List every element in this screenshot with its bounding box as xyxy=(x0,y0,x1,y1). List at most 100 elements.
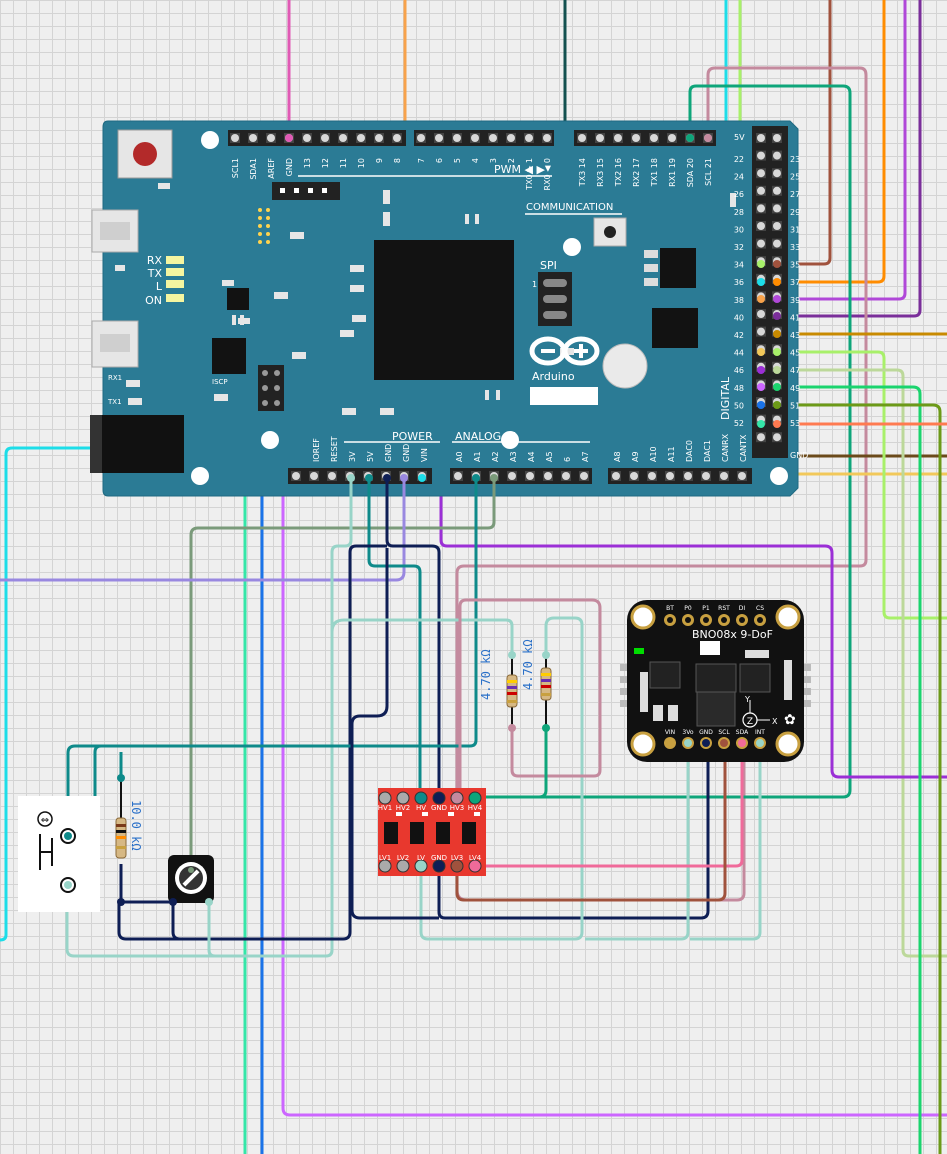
header-pin[interactable] xyxy=(612,472,620,480)
wire-gnd-navy-4[interactable] xyxy=(171,902,181,941)
header-pin[interactable] xyxy=(773,169,781,178)
header-pin[interactable] xyxy=(303,134,311,142)
header-pin[interactable] xyxy=(526,472,534,480)
wire-gnd-navy-3[interactable] xyxy=(350,548,389,725)
wire-endpoint[interactable] xyxy=(773,278,781,286)
header-pin[interactable] xyxy=(702,472,710,480)
potentiometer[interactable] xyxy=(168,855,214,906)
wire-endpoint[interactable] xyxy=(285,134,293,142)
level-shifter-pin[interactable] xyxy=(432,859,446,873)
header-pin[interactable] xyxy=(773,433,781,442)
wire-endpoint[interactable] xyxy=(773,312,781,320)
resistor-r2[interactable]: 4.70 kΩ xyxy=(521,639,552,732)
header-pin[interactable] xyxy=(328,472,336,480)
wire-a1-teal[interactable] xyxy=(66,478,478,834)
wire-endpoint[interactable] xyxy=(757,420,765,428)
wire-green-right-down[interactable] xyxy=(775,385,922,1154)
header-pin[interactable] xyxy=(757,186,765,195)
header-pin[interactable] xyxy=(596,134,604,142)
wire-endpoint[interactable] xyxy=(773,348,781,356)
wire-gnd-navy[interactable] xyxy=(385,478,441,798)
wire-mint-down[interactable] xyxy=(243,422,760,1154)
level-shifter-pin[interactable] xyxy=(396,791,410,805)
header-pin[interactable] xyxy=(757,433,765,442)
header-pin[interactable] xyxy=(508,472,516,480)
header-pin[interactable] xyxy=(773,151,781,160)
wire-seafoam-imu[interactable] xyxy=(585,745,690,941)
header-pin[interactable] xyxy=(393,134,401,142)
resistor-r3[interactable]: 10.0 kΩ xyxy=(115,774,143,906)
wire-endpoint[interactable] xyxy=(757,260,765,268)
wire-endpoint[interactable] xyxy=(773,401,781,409)
header-pin[interactable] xyxy=(321,134,329,142)
header-pin[interactable] xyxy=(757,169,765,178)
resistor-r1[interactable]: 4.70 kΩ xyxy=(479,649,518,732)
push-button[interactable]: ⇔ xyxy=(18,796,100,912)
wire-mauve-res[interactable] xyxy=(458,598,602,798)
wire-endpoint[interactable] xyxy=(686,134,694,142)
wire-gnd-imu[interactable] xyxy=(437,745,710,920)
wire-paleolive[interactable] xyxy=(775,368,947,958)
wire-endpoint[interactable] xyxy=(773,330,781,338)
wire-gnd-navy-2[interactable] xyxy=(117,544,387,941)
header-pin[interactable] xyxy=(668,134,676,142)
header-pin[interactable] xyxy=(773,134,781,142)
header-pin[interactable] xyxy=(249,134,257,142)
header-pin[interactable] xyxy=(773,204,781,213)
level-shifter-pin[interactable] xyxy=(432,791,446,805)
header-pin[interactable] xyxy=(507,134,515,142)
header-pin[interactable] xyxy=(650,134,658,142)
wire-endpoint[interactable] xyxy=(773,366,781,374)
wire-endpoint[interactable] xyxy=(773,383,781,391)
header-pin[interactable] xyxy=(773,186,781,195)
header-pin[interactable] xyxy=(525,134,533,142)
level-shifter-pin[interactable] xyxy=(414,791,428,805)
header-pin[interactable] xyxy=(632,134,640,142)
header-pin[interactable] xyxy=(417,134,425,142)
level-shifter-pin[interactable] xyxy=(450,791,464,805)
level-shifter-pin[interactable] xyxy=(468,859,482,873)
wire-blue-down[interactable] xyxy=(260,403,760,1154)
level-shifter-pin[interactable] xyxy=(468,791,482,805)
header-pin[interactable] xyxy=(757,222,765,230)
wire-seafoam-r2[interactable] xyxy=(419,616,584,941)
header-pin[interactable] xyxy=(578,134,586,142)
header-pin[interactable] xyxy=(489,134,497,142)
arduino-board[interactable]: RX TX L ON ISCP RX1 TX1 xyxy=(90,120,808,497)
header-pin[interactable] xyxy=(684,472,692,480)
header-pin[interactable] xyxy=(757,310,765,318)
wire-endpoint[interactable] xyxy=(757,401,765,409)
header-pin[interactable] xyxy=(267,134,275,142)
wire-a2-pot[interactable] xyxy=(189,478,496,870)
header-pin[interactable] xyxy=(720,472,728,480)
header-pin[interactable] xyxy=(757,327,765,336)
wire-brown-scl[interactable] xyxy=(455,745,727,902)
header-pin[interactable] xyxy=(648,472,656,480)
level-shifter-pin[interactable] xyxy=(378,859,392,873)
wire-green-sda[interactable] xyxy=(475,84,852,799)
wire-5v-teal[interactable] xyxy=(367,478,422,798)
wire-endpoint[interactable] xyxy=(773,420,781,428)
wire-endpoint[interactable] xyxy=(757,366,765,374)
reset-button[interactable] xyxy=(117,129,173,179)
header-pin[interactable] xyxy=(231,134,239,142)
wire-orange-right[interactable] xyxy=(775,0,886,284)
wire-navy-loop[interactable] xyxy=(350,724,439,920)
wire-endpoint[interactable] xyxy=(757,295,765,303)
wire-endpoint[interactable] xyxy=(418,474,426,482)
power-jack[interactable] xyxy=(90,415,184,473)
wire-green-res[interactable] xyxy=(475,728,548,799)
wire-seafoam-r1[interactable] xyxy=(330,618,514,655)
wire-lavender-gnd[interactable] xyxy=(0,478,406,582)
header-pin[interactable] xyxy=(544,472,552,480)
wire-endpoint[interactable] xyxy=(704,134,712,142)
header-pin[interactable] xyxy=(773,239,781,248)
header-pin[interactable] xyxy=(757,134,765,142)
wire-pink-sda[interactable] xyxy=(475,745,744,868)
wire-seafoam-int[interactable] xyxy=(690,745,762,941)
header-pin[interactable] xyxy=(580,472,588,480)
level-shifter-pin[interactable] xyxy=(414,859,428,873)
wire-endpoint[interactable] xyxy=(773,295,781,303)
wire-violet-right[interactable] xyxy=(775,0,922,318)
